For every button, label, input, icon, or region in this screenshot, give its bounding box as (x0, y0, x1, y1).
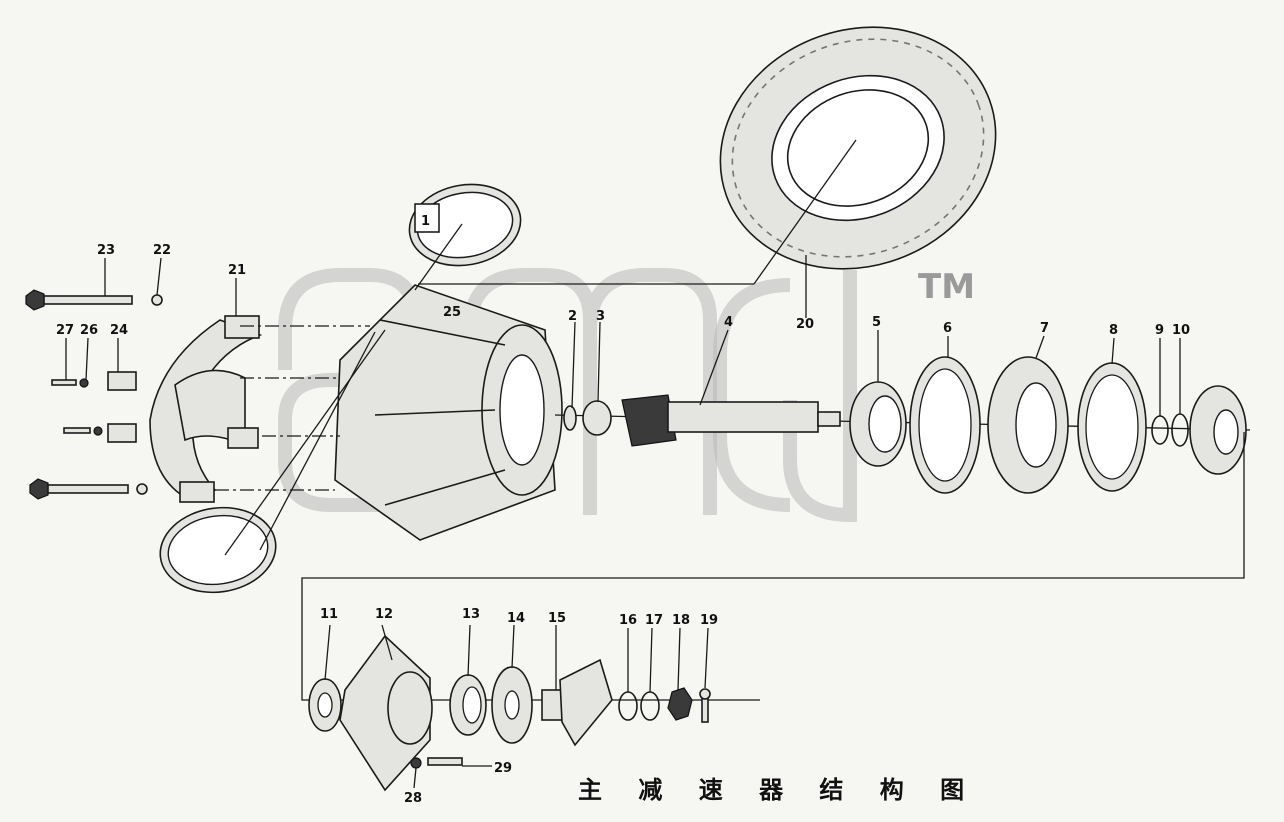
gear-ring-25 (408, 183, 522, 267)
part-label-24: 24 (110, 323, 128, 338)
bearing-caps (107, 315, 263, 503)
part-label-19: 19 (700, 613, 718, 628)
part-label-9: 9 (1155, 323, 1164, 338)
differential-housing (334, 284, 563, 541)
part-label-25: 25 (443, 305, 461, 320)
part-label-3: 3 (596, 309, 605, 324)
part-label-15: 15 (548, 611, 566, 626)
part-number-labels: 2 3 4 5 6 7 8 9 10 11 12 13 14 15 16 17 … (56, 243, 1190, 806)
part-label-4: 4 (724, 315, 733, 330)
part-label-23: 23 (97, 243, 115, 258)
part-label-11: 11 (320, 607, 338, 622)
ring-gear-20 (719, 26, 997, 270)
part-label-7: 7 (1040, 321, 1049, 336)
part-label-22: 22 (153, 243, 171, 258)
part-label-27: 27 (56, 323, 74, 338)
part-label-26: 26 (80, 323, 98, 338)
part-label-17: 17 (645, 613, 663, 628)
part-label-10: 10 (1172, 323, 1190, 338)
boxed-part-number: 1 (421, 214, 430, 229)
bolts (25, 289, 463, 769)
part-label-5: 5 (872, 315, 881, 330)
leader-lines (65, 139, 1181, 789)
part-label-20: 20 (796, 317, 814, 332)
bottom-row-parts (308, 634, 711, 792)
part-label-16: 16 (619, 613, 637, 628)
part-label-13: 13 (462, 607, 480, 622)
part-label-18: 18 (672, 613, 690, 628)
watermark-tm: TM (918, 267, 975, 307)
diagram-title: 主 减 速 器 结 构 图 (578, 775, 979, 804)
part-label-6: 6 (943, 321, 952, 336)
shaft-parts (563, 356, 1247, 494)
watermark-logo: TM (278, 267, 975, 523)
boxed-part-label (414, 203, 440, 233)
part-label-2: 2 (568, 309, 577, 324)
part-label-12: 12 (375, 607, 393, 622)
part-label-14: 14 (507, 611, 525, 626)
part-label-29: 29 (494, 761, 512, 776)
part-label-21: 21 (228, 263, 246, 278)
part-label-8: 8 (1109, 323, 1118, 338)
part-label-28: 28 (404, 791, 422, 806)
split-ring-inner (167, 514, 269, 586)
